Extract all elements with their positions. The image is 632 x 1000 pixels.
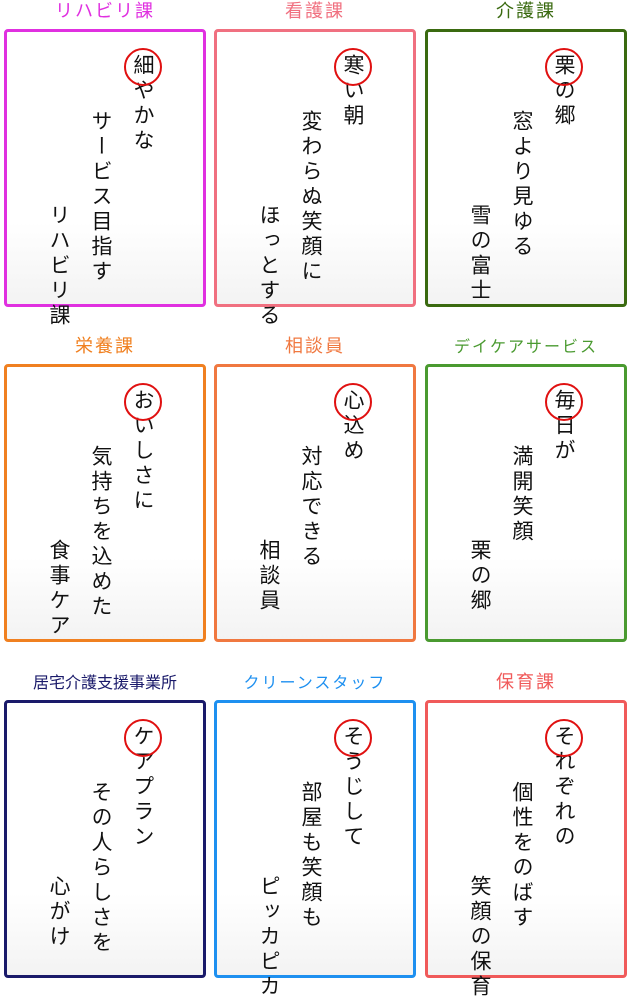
poem-line-2: 気持ちを込めた [89,445,113,620]
poem-card-frame: 心込め 対応できる 相談員 [214,364,416,642]
poem-line-1: 細やかな [124,47,162,329]
vertical-poem: それぞれの 個性をのばす 笑顔の保育 [102,718,583,1000]
department-title: 保育課 [496,672,556,693]
poem-card-frame: おいしさに 気持ちを込めた 食事ケア [4,364,206,642]
vertical-poem: 栗の郷 窓より見ゆる 雪の富士 [186,47,583,304]
department-card: 栄養課 おいしさに 気持ちを込めた 食事ケア [4,335,206,642]
department-card: クリーンスタッフ そうじして 部屋も笑顔も ピッカピカ [214,671,416,1000]
poem-card-frame: それぞれの 個性をのばす 笑顔の保育 [425,700,627,1000]
poem-line-1-rest: うじして [341,750,365,850]
poem-line-1-rest: 込め [341,414,365,464]
poem-line-2: その人らしさを [89,781,113,956]
first-char-circled: 毎 [545,382,583,421]
poem-line-1: 栗の郷 [545,47,583,304]
poem-line-1-rest: れぞれの [552,750,576,850]
department-card: 居宅介護支援事業所 ケアプラン その人らしさを 心がけ [4,671,206,978]
poem-line-1: 毎日が [545,382,583,614]
vertical-poem: 細やかな サービス目指す リハビリ課 [0,47,162,329]
poem-card-frame: 毎日が 満開笑顔 栗の郷 [425,364,627,642]
poem-line-1: 寒い朝 [334,47,372,329]
poem-card-frame: 栗の郷 窓より見ゆる 雪の富士 [425,29,627,307]
department-card: 介護課 栗の郷 窓より見ゆる 雪の富士 [425,0,627,307]
poem-line-1: それぞれの [545,718,583,1000]
vertical-poem: 心込め 対応できる 相談員 [31,382,372,614]
poem-line-1: おいしさに [124,382,162,639]
first-char-circled: 栗 [545,47,583,86]
department-card: 相談員 心込め 対応できる 相談員 [214,335,416,642]
first-char-circled: 細 [124,47,162,86]
first-char-circled: そ [334,718,372,757]
poem-line-3: 心がけ [47,875,71,950]
poem-line-3: 相談員 [257,539,281,614]
poem-line-2: 窓より見ゆる [510,110,534,260]
poem-line-1: そうじして [334,718,372,1000]
department-title: デイケアサービス [453,337,598,356]
department-card: デイケアサービス 毎日が 満開笑顔 栗の郷 [425,335,627,642]
poem-card-frame: そうじして 部屋も笑顔も ピッカピカ [214,700,416,1000]
department-title: リハビリ課 [55,1,155,22]
vertical-poem: そうじして 部屋も笑顔も ピッカピカ [0,718,372,1000]
poem-line-2: サービス目指す [89,110,113,285]
poem-line-3: 栗の郷 [468,539,492,614]
poem-card-frame: ケアプラン その人らしさを 心がけ [4,700,206,978]
department-title: クリーンスタッフ [243,673,387,692]
poem-line-3: 雪の富士 [468,204,492,304]
vertical-poem: おいしさに 気持ちを込めた 食事ケア [0,382,162,639]
poem-line-3: 笑顔の保育 [468,875,492,1000]
department-title: 栄養課 [75,336,135,357]
poem-line-1-rest: い朝 [341,79,365,129]
department-title: 看護課 [285,1,345,22]
first-char-circled: 寒 [334,47,372,86]
vertical-poem: 毎日が 満開笑顔 栗の郷 [270,382,583,614]
first-char-circled: そ [545,718,583,757]
vertical-poem: ケアプラン その人らしさを 心がけ [0,718,162,956]
poem-line-1: 心込め [334,382,372,614]
department-card: リハビリ課 細やかな サービス目指す リハビリ課 [4,0,206,329]
first-char-circled: お [124,382,162,421]
department-title: 相談員 [285,336,345,357]
poem-line-1-rest: 日が [552,414,576,464]
vertical-poem: 寒い朝 変わらぬ笑顔に ほっとする [0,47,372,329]
department-title: 介護課 [496,1,556,22]
poem-card-frame: 寒い朝 変わらぬ笑顔に ほっとする [214,29,416,329]
poem-line-2: 個性をのばす [510,781,534,931]
poem-line-3: ほっとする [257,204,281,329]
poem-line-1-rest: いしさに [131,414,155,514]
department-title: 居宅介護支援事業所 [32,673,177,692]
department-card: 看護課 寒い朝 変わらぬ笑顔に ほっとする [214,0,416,329]
poem-line-1-rest: やかな [131,79,155,154]
poem-line-2: 満開笑顔 [510,445,534,545]
poem-line-2: 部屋も笑顔も [299,781,323,931]
first-char-circled: ケ [124,718,162,757]
poem-card-frame: 細やかな サービス目指す リハビリ課 [4,29,206,329]
poem-line-1: ケアプラン [124,718,162,956]
first-char-circled: 心 [334,382,372,421]
poem-line-2: 対応できる [299,445,323,570]
poem-line-2: 変わらぬ笑顔に [299,110,323,285]
poem-line-3: ピッカピカ [257,875,281,1000]
department-card: 保育課 それぞれの 個性をのばす 笑顔の保育 [425,671,627,1000]
poem-line-3: 食事ケア [47,539,71,639]
poem-line-3: リハビリ課 [47,204,71,329]
poem-line-1-rest: アプラン [131,750,155,850]
poem-line-1-rest: の郷 [552,79,576,129]
